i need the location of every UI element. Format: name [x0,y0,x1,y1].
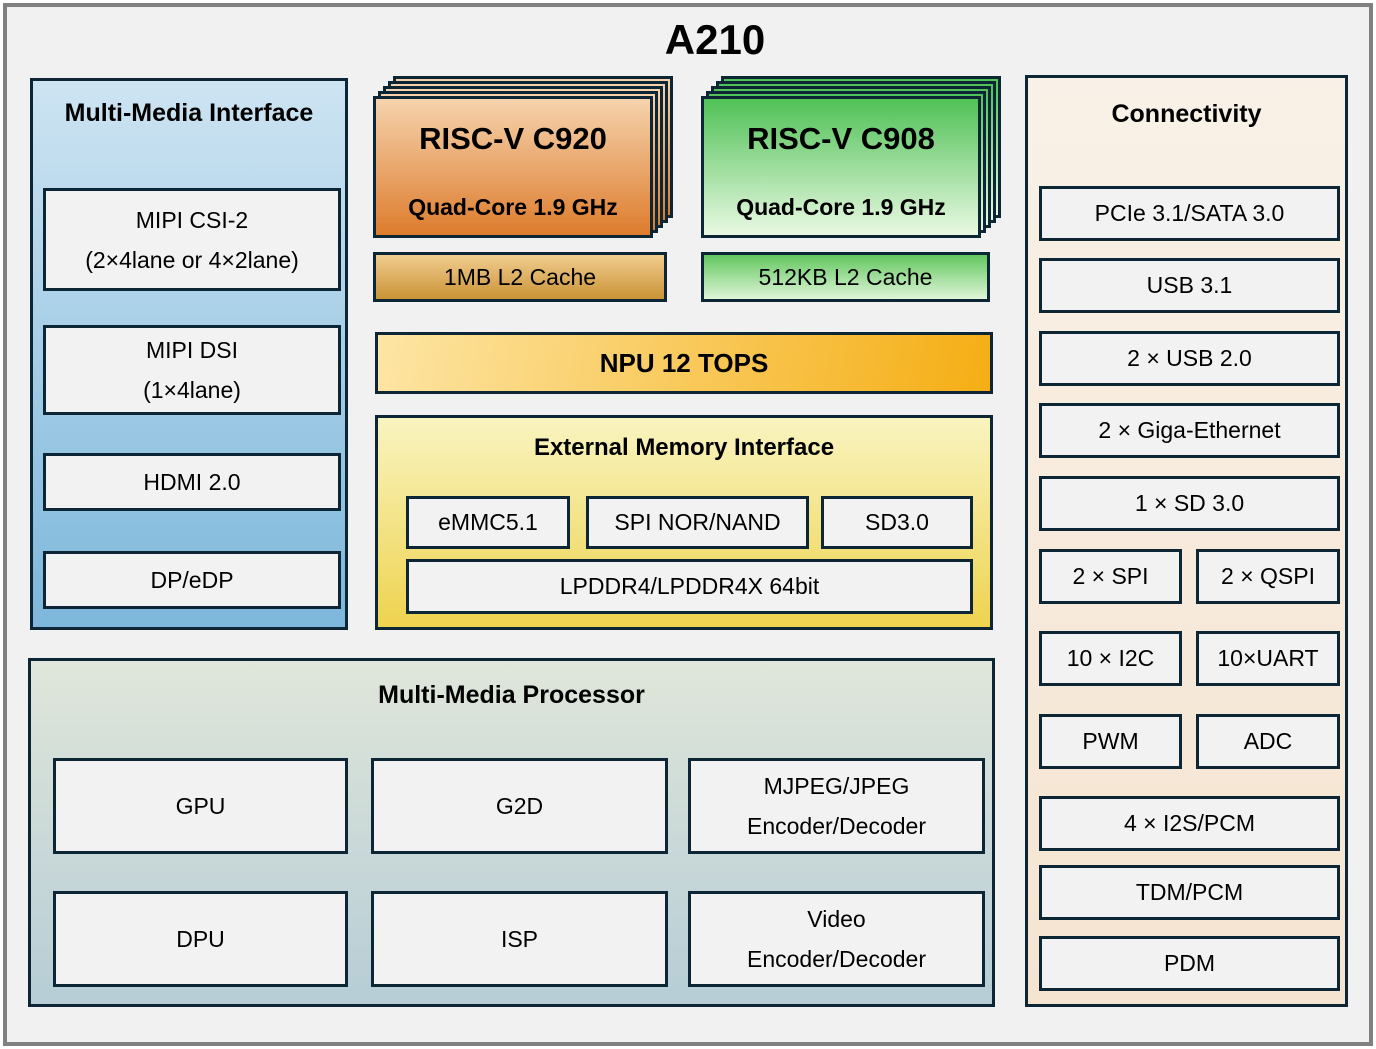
conn-usb31-label: USB 3.1 [1146,272,1233,298]
mmp-box-gpu: GPU [53,758,348,854]
conn-spi-label: 2 × SPI [1072,563,1149,589]
emi-box-sd: SD3.0 [821,496,973,549]
emi-box-emmc: eMMC5.1 [406,496,570,549]
mmp-box-dpu: DPU [53,891,348,987]
c920-subtitle: Quad-Core 1.9 GHz [408,194,618,220]
conn-box-i2c: 10 × I2C [1039,631,1182,686]
c908-stack: RISC-V C908 Quad-Core 1.9 GHz [701,76,1003,240]
mmi-dp-edp-label: DP/eDP [150,566,234,593]
mmi-mipi-csi-line2: (2×4lane or 4×2lane) [85,246,299,273]
conn-sd30-label: 1 × SD 3.0 [1134,490,1245,516]
emi-lpddr-label: LPDDR4/LPDDR4X 64bit [559,573,820,599]
conn-box-pcie-sata: PCIe 3.1/SATA 3.0 [1039,186,1340,241]
mmi-mipi-dsi-line1: MIPI DSI [145,337,238,363]
mmp-video-line2: Encoder/Decoder [747,946,926,972]
mmi-title: Multi-Media Interface [64,99,314,127]
c920-stack: RISC-V C920 Quad-Core 1.9 GHz [373,76,675,240]
mmp-box-mjpeg: MJPEG/JPEG Encoder/Decoder [688,758,985,854]
conn-box-adc: ADC [1196,714,1340,769]
conn-uart-label: 10×UART [1217,645,1319,671]
mmp-box-isp: ISP [371,891,668,987]
c908-card: RISC-V C908 Quad-Core 1.9 GHz [701,96,981,238]
conn-qspi-label: 2 × QSPI [1221,563,1315,589]
mmi-box-hdmi: HDMI 2.0 [43,453,341,511]
mmp-box-g2d: G2D [371,758,668,854]
conn-box-i2s-pcm: 4 × I2S/PCM [1039,796,1340,851]
conn-box-sd30: 1 × SD 3.0 [1039,476,1340,531]
mmi-panel: Multi-Media Interface MIPI CSI-2 (2×4lan… [30,78,348,630]
c908-subtitle: Quad-Core 1.9 GHz [736,194,946,220]
conn-giga-ethernet-label: 2 × Giga-Ethernet [1098,417,1281,443]
page-title: A210 [664,16,766,63]
c920-title: RISC-V C920 [419,121,607,156]
mmi-box-mipi-dsi: MIPI DSI (1×4lane) [43,325,341,415]
emi-title: External Memory Interface [533,434,835,461]
conn-usb20-label: 2 × USB 2.0 [1127,345,1252,371]
emi-box-spi-nor-nand: SPI NOR/NAND [586,496,809,549]
mmp-video-line1: Video [807,906,866,932]
mmi-mipi-csi-line1: MIPI CSI-2 [135,206,249,233]
emi-sd-label: SD3.0 [865,509,929,535]
conn-i2s-pcm-label: 4 × I2S/PCM [1123,810,1256,836]
mmp-isp-label: ISP [500,925,539,952]
mmp-gpu-label: GPU [175,792,226,819]
emi-emmc-label: eMMC5.1 [438,509,538,535]
c908-l2-cache: 512KB L2 Cache [701,252,990,302]
mmp-box-video: Video Encoder/Decoder [688,891,985,987]
conn-box-tdm-pcm: TDM/PCM [1039,865,1340,920]
conn-title: Connectivity [1111,100,1262,128]
emi-spi-nor-nand-label: SPI NOR/NAND [614,509,781,535]
c908-title: RISC-V C908 [747,121,935,156]
conn-i2c-label: 10 × I2C [1066,645,1155,671]
conn-box-uart: 10×UART [1196,631,1340,686]
conn-box-qspi: 2 × QSPI [1196,549,1340,604]
conn-box-pwm: PWM [1039,714,1182,769]
conn-box-usb31: USB 3.1 [1039,258,1340,313]
conn-panel: Connectivity PCIe 3.1/SATA 3.0 USB 3.1 2… [1025,75,1348,1007]
c920-l2-cache: 1MB L2 Cache [373,252,667,302]
conn-box-spi: 2 × SPI [1039,549,1182,604]
mmp-mjpeg-line1: MJPEG/JPEG [763,773,910,799]
emi-box-lpddr: LPDDR4/LPDDR4X 64bit [406,559,973,614]
mmp-g2d-label: G2D [495,792,544,819]
conn-box-giga-ethernet: 2 × Giga-Ethernet [1039,403,1340,458]
conn-box-pdm: PDM [1039,936,1340,991]
mmp-dpu-label: DPU [176,925,225,952]
conn-tdm-pcm-label: TDM/PCM [1135,879,1244,905]
npu-box: NPU 12 TOPS [375,332,993,394]
emi-panel: External Memory Interface eMMC5.1 SPI NO… [375,415,993,630]
mmp-title: Multi-Media Processor [378,681,645,709]
mmi-box-dp-edp: DP/eDP [43,551,341,609]
mmp-panel: Multi-Media Processor GPU G2D MJPEG/JPEG… [28,658,995,1007]
c920-card: RISC-V C920 Quad-Core 1.9 GHz [373,96,653,238]
conn-box-usb20: 2 × USB 2.0 [1039,331,1340,386]
mmp-mjpeg-line2: Encoder/Decoder [747,813,926,839]
conn-adc-label: ADC [1243,728,1293,754]
conn-pcie-sata-label: PCIe 3.1/SATA 3.0 [1094,200,1285,226]
conn-pwm-label: PWM [1082,728,1139,754]
conn-pdm-label: PDM [1163,950,1216,976]
mmi-hdmi-label: HDMI 2.0 [143,468,241,495]
mmi-box-mipi-csi: MIPI CSI-2 (2×4lane or 4×2lane) [43,188,341,291]
mmi-mipi-dsi-line2: (1×4lane) [143,377,241,403]
